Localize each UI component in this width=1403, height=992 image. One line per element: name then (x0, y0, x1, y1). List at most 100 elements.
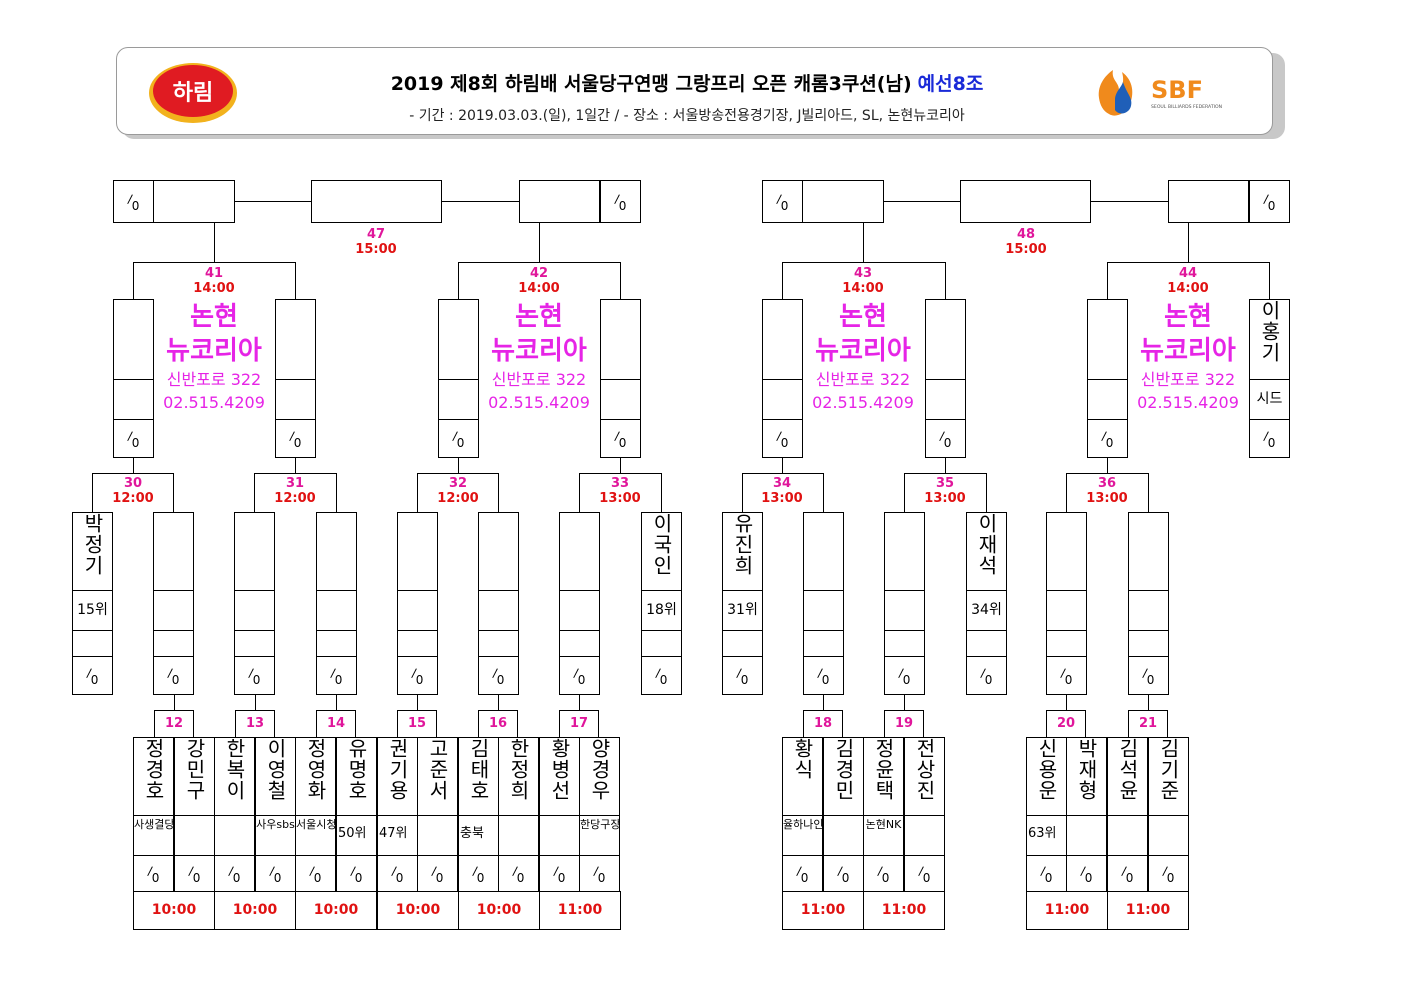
score-cell[interactable]: /0 (803, 656, 844, 695)
score-cell[interactable]: /0 (1066, 855, 1107, 892)
player-slot[interactable] (438, 299, 479, 380)
player-slot[interactable] (316, 512, 357, 591)
score-cell[interactable]: /0 (458, 855, 499, 892)
score-cell[interactable]: /0 (1107, 855, 1148, 892)
player-slot[interactable] (397, 512, 438, 591)
score-cell[interactable]: /0 (397, 656, 438, 695)
final-result-box[interactable] (960, 180, 1091, 223)
player-name[interactable]: 유명호 (336, 737, 377, 816)
player-name[interactable]: 정경호 (133, 737, 174, 816)
score-cell[interactable]: /0 (1128, 656, 1169, 695)
player-slot[interactable] (275, 299, 316, 380)
player-name[interactable]: 박정기 (72, 512, 113, 591)
player-slot[interactable] (1087, 299, 1128, 380)
score-cell[interactable]: /0 (1026, 855, 1067, 892)
score-cell[interactable]: /0 (275, 419, 316, 458)
score-cell[interactable]: /0 (823, 855, 864, 892)
player-slot[interactable] (153, 512, 194, 591)
score-cell[interactable]: /0 (925, 419, 966, 458)
score-cell[interactable]: /0 (904, 855, 945, 892)
score-cell[interactable]: /0 (1087, 419, 1128, 458)
score-cell[interactable]: /0 (782, 855, 823, 892)
player-slot[interactable] (803, 512, 844, 591)
player-slot[interactable] (234, 512, 275, 591)
score-cell[interactable]: /0 (72, 656, 113, 695)
player-name[interactable]: 강민구 (174, 737, 215, 816)
score-cell[interactable]: /0 (234, 656, 275, 695)
player-name[interactable]: 박재형 (1066, 737, 1107, 816)
score-cell[interactable]: /0 (600, 419, 641, 458)
score-cell[interactable]: /0 (559, 656, 600, 695)
player-name[interactable]: 전상진 (904, 737, 945, 816)
final-name-box[interactable] (802, 180, 884, 223)
player-slot[interactable] (1128, 512, 1169, 591)
player-name[interactable]: 양경우 (579, 737, 620, 816)
score-cell[interactable]: /0 (174, 855, 215, 892)
score-cell[interactable]: /0 (762, 180, 803, 223)
score-cell[interactable]: /0 (762, 419, 803, 458)
player-name[interactable]: 정윤택 (863, 737, 904, 816)
player-slot[interactable] (884, 512, 925, 591)
score-cell[interactable]: /0 (113, 180, 154, 223)
player-name[interactable]: 김기준 (1148, 737, 1189, 816)
score-cell[interactable]: /0 (377, 855, 418, 892)
player-name[interactable]: 고준서 (417, 737, 458, 816)
player-name[interactable]: 김태호 (458, 737, 499, 816)
score-cell[interactable]: /0 (539, 855, 580, 892)
score-cell[interactable]: /0 (478, 656, 519, 695)
score-cell[interactable]: /0 (498, 855, 539, 892)
final-name-box[interactable] (153, 180, 235, 223)
venue-address: 신반포로 322 (1140, 370, 1236, 389)
player-name[interactable]: 김석윤 (1107, 737, 1148, 816)
player-name[interactable]: 신용운 (1026, 737, 1067, 816)
score-cell[interactable]: /0 (113, 419, 154, 458)
bracket-line (417, 473, 418, 512)
score-cell[interactable]: /0 (722, 656, 763, 695)
score-cell[interactable]: /0 (1249, 419, 1290, 458)
player-name[interactable]: 황병선 (539, 737, 580, 816)
score-cell[interactable]: /0 (214, 855, 255, 892)
player-name[interactable]: 이국인 (641, 512, 682, 591)
player-name[interactable]: 한정희 (498, 737, 539, 816)
score-cell[interactable]: /0 (1046, 656, 1087, 695)
player-name[interactable]: 황식 (782, 737, 823, 816)
score-cell[interactable]: /0 (336, 855, 377, 892)
score-cell[interactable]: /0 (295, 855, 336, 892)
score-cell[interactable]: /0 (316, 656, 357, 695)
player-name[interactable]: 유진희 (722, 512, 763, 591)
score-cell[interactable]: /0 (641, 656, 682, 695)
player-slot[interactable] (559, 512, 600, 591)
score-cell[interactable]: /0 (1249, 180, 1290, 223)
score-cell[interactable]: /0 (153, 656, 194, 695)
score-cell[interactable]: /0 (438, 419, 479, 458)
player-slot[interactable] (1046, 512, 1087, 591)
score-cell[interactable]: /0 (579, 855, 620, 892)
score-cell[interactable]: /0 (1148, 855, 1189, 892)
player-affiliation: 50위 (336, 815, 377, 856)
player-slot[interactable] (478, 512, 519, 591)
score-digit: 0 (476, 870, 485, 885)
player-name[interactable]: 권기용 (377, 737, 418, 816)
score-cell[interactable]: /0 (884, 656, 925, 695)
player-slot[interactable] (600, 299, 641, 380)
final-name-box[interactable] (519, 180, 600, 223)
score-digit: 0 (1267, 435, 1276, 450)
seed-player-name[interactable]: 이홍기 (1249, 299, 1290, 380)
player-name[interactable]: 이재석 (966, 512, 1007, 591)
score-cell[interactable]: /0 (863, 855, 904, 892)
score-cell[interactable]: /0 (417, 855, 458, 892)
score-value: /0 (134, 856, 173, 891)
player-rank: 34위 (966, 590, 1007, 631)
player-name[interactable]: 정영화 (295, 737, 336, 816)
score-cell[interactable]: /0 (255, 855, 296, 892)
bracket-line (254, 473, 336, 474)
player-name[interactable]: 김경민 (823, 737, 864, 816)
score-cell[interactable]: /0 (133, 855, 174, 892)
score-cell[interactable]: /0 (966, 656, 1007, 695)
player-slot[interactable] (925, 299, 966, 380)
final-result-box[interactable] (311, 180, 442, 223)
score-cell[interactable]: /0 (600, 180, 641, 223)
player-name[interactable]: 한복이 (214, 737, 255, 816)
final-name-box[interactable] (1168, 180, 1249, 223)
player-name[interactable]: 이영철 (255, 737, 296, 816)
